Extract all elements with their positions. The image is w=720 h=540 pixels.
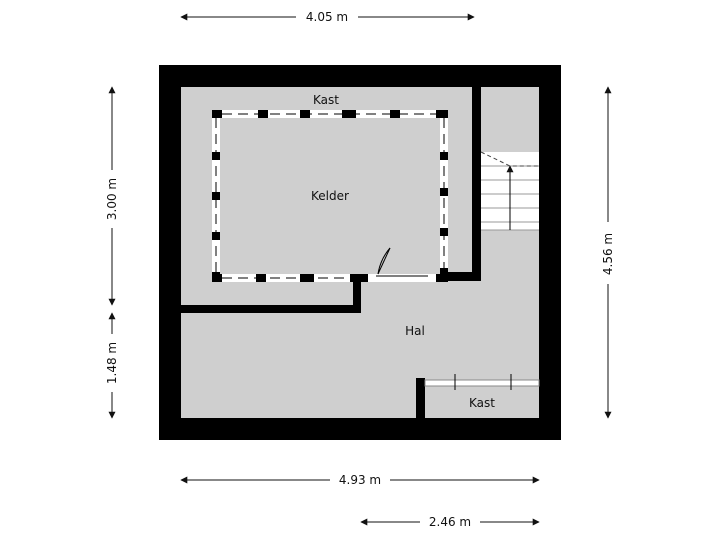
kelder-door-jamb	[377, 247, 391, 275]
wall-kelder-right-link	[440, 272, 481, 281]
dimension-left-upper: 3.00 m	[105, 86, 119, 306]
dimension-left-lower: 1.48 m	[105, 312, 119, 419]
wall-kast-bottom	[416, 378, 425, 418]
dimension-right-label: 4.56 m	[601, 233, 615, 275]
dimension-top: 4.05 m	[180, 10, 475, 24]
room-label-kast-top: Kast	[313, 93, 339, 107]
dimension-bottom: 4.93 m	[180, 473, 540, 487]
dimension-bottom-right: 2.46 m	[360, 515, 540, 529]
kelder-door-gap	[372, 274, 432, 282]
wall-vertical-right	[472, 87, 481, 281]
kelder-floor	[220, 118, 440, 274]
dimension-right: 4.56 m	[601, 86, 615, 419]
room-label-kast-bottom: Kast	[469, 396, 495, 410]
room-label-kelder: Kelder	[311, 189, 349, 203]
dimension-left-lower-label: 1.48 m	[105, 342, 119, 384]
dimension-bottom-right-label: 2.46 m	[429, 515, 471, 529]
dimension-left-upper-label: 3.00 m	[105, 178, 119, 220]
stairs-cut	[480, 151, 539, 167]
kast-shelf	[424, 379, 540, 387]
room-label-hal: Hal	[405, 324, 425, 338]
kelder-wall-dashes	[215, 113, 445, 279]
wall-horizontal-left	[181, 305, 361, 313]
wall-vertical-short	[353, 278, 361, 313]
dimension-bottom-label: 4.93 m	[339, 473, 381, 487]
dimension-top-label: 4.05 m	[306, 10, 348, 24]
